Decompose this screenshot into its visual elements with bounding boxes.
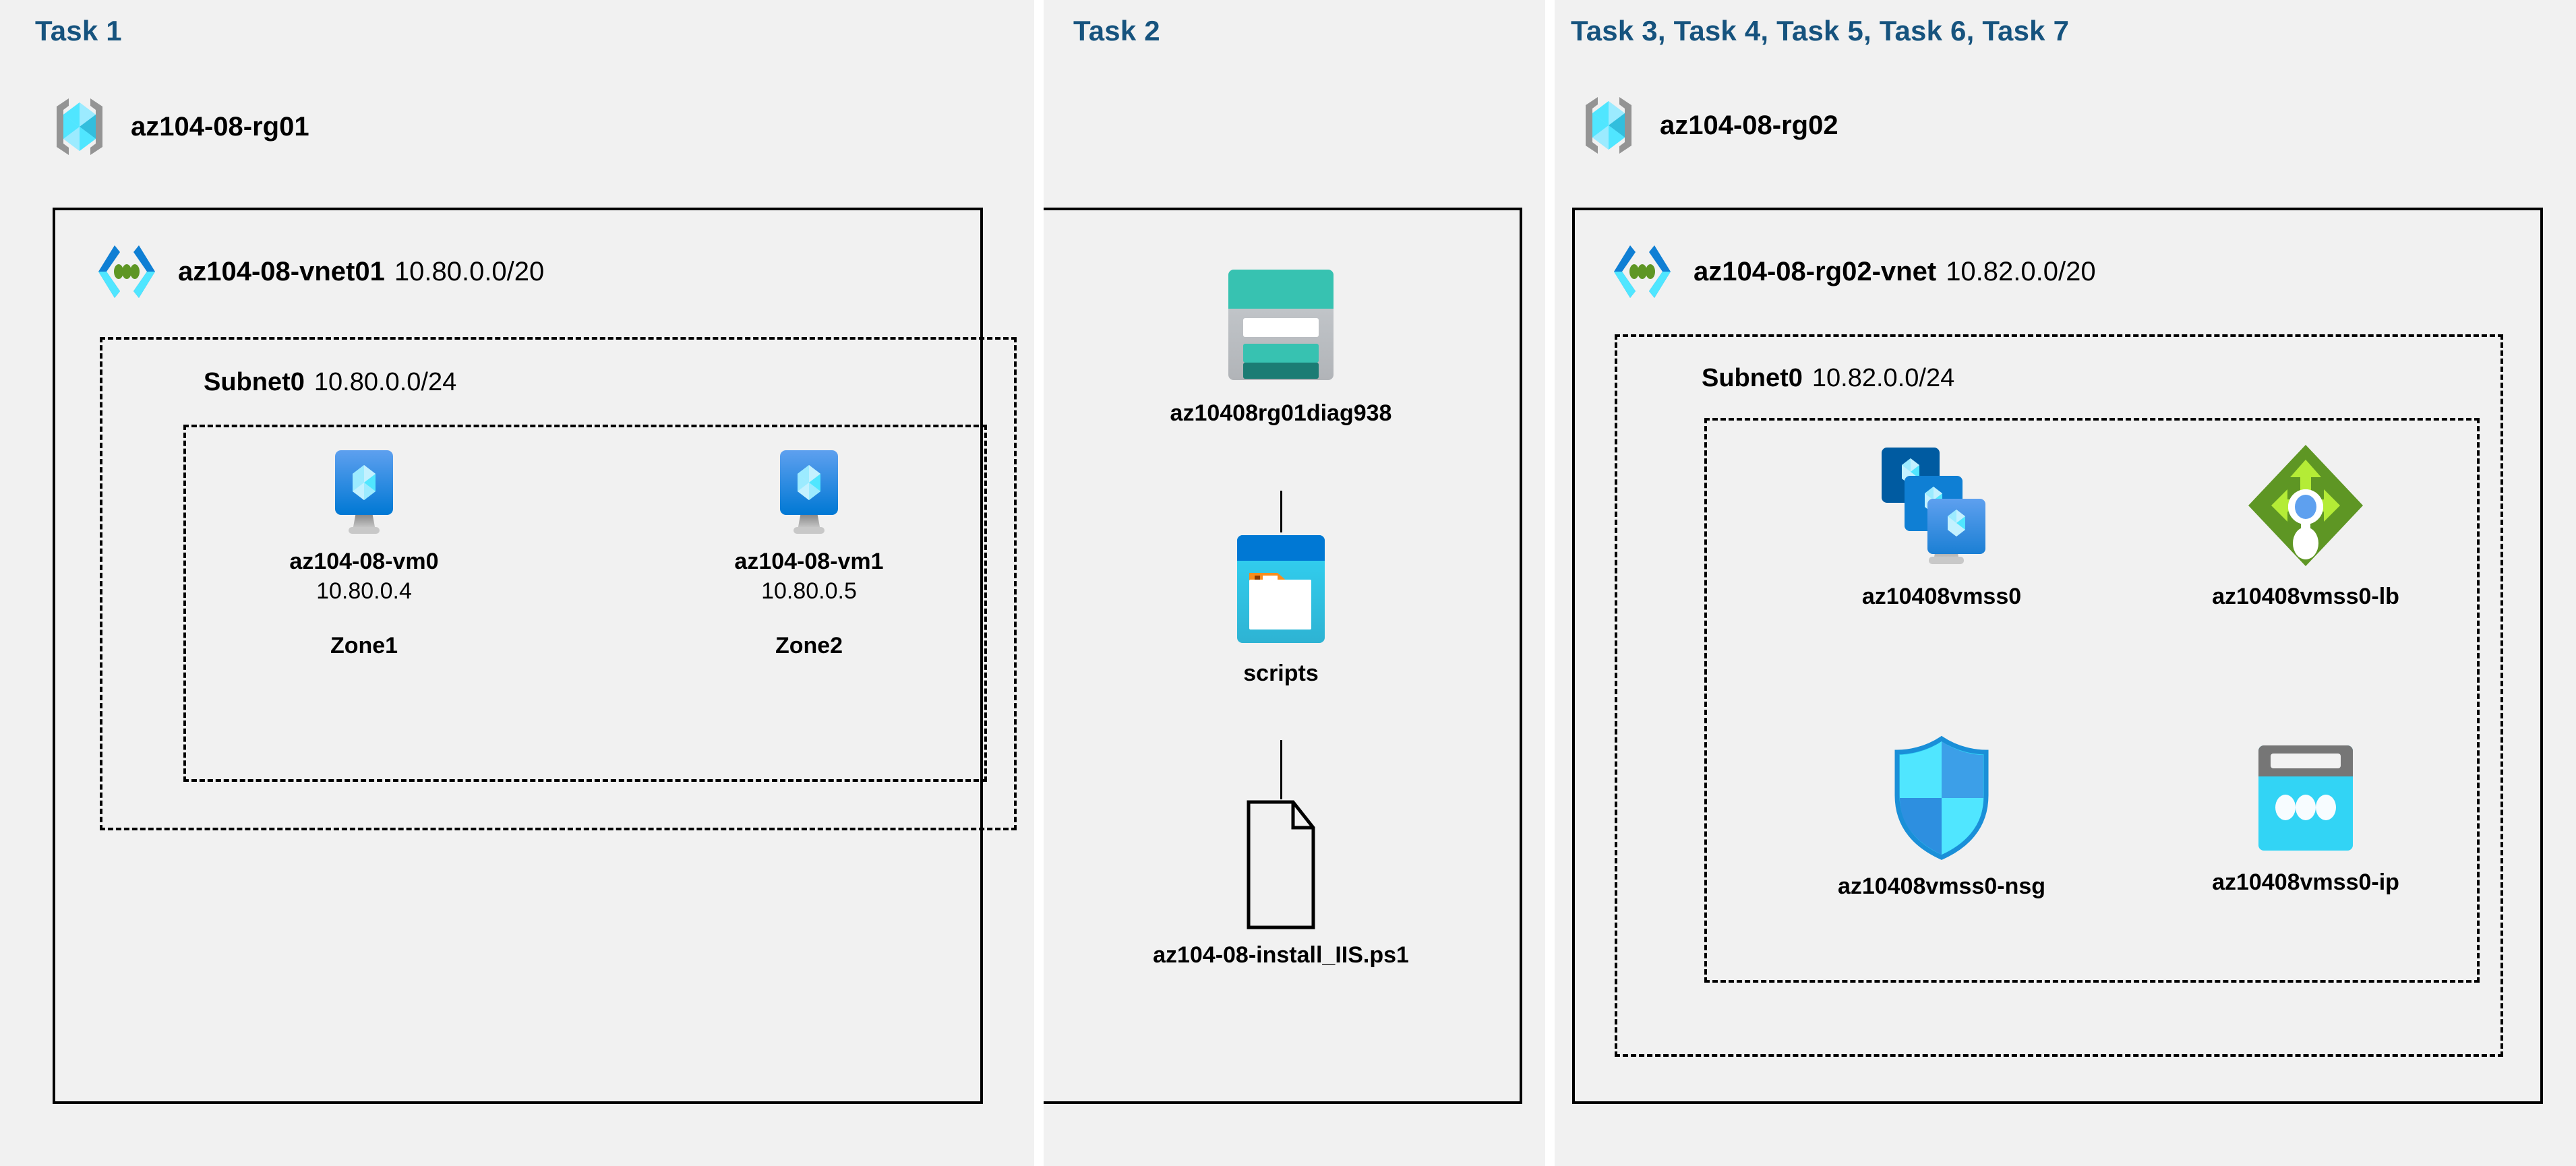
network-security-group-icon	[1888, 735, 1996, 861]
resource-group-icon	[49, 94, 111, 159]
task3to7-network-security-group[interactable]: az10408vmss0-nsg	[1773, 735, 2110, 901]
task1-vm-1[interactable]: az104-08-vm1 10.80.0.5 Zone2	[674, 450, 944, 659]
task2-storage-account-name: az10408rg01diag938	[1170, 400, 1392, 426]
task1-subnet-header: Subnet0 10.80.0.0/24	[204, 368, 456, 397]
virtual-network-icon	[94, 243, 159, 301]
task3to7-subnet-cidr: 10.82.0.0/24	[1811, 364, 1955, 392]
task2-blob-container[interactable]: scripts	[1079, 532, 1483, 688]
task1-subnet-box	[100, 337, 1017, 830]
task3to7-resource-group-name: az104-08-rg02	[1660, 110, 1838, 140]
file-icon	[1239, 799, 1323, 930]
public-ip-address-icon	[2246, 741, 2365, 857]
task1-resource-group-header: az104-08-rg01	[49, 94, 309, 159]
vm-scale-set-icon	[1878, 442, 2006, 572]
load-balancer-icon	[2242, 442, 2370, 572]
task1-vm-0[interactable]: az104-08-vm0 10.80.0.4 Zone1	[229, 450, 499, 659]
task1-vnet-header: az104-08-vnet01 10.80.0.0/20	[94, 243, 544, 301]
task3to7-vm-scale-set[interactable]: az10408vmss0	[1773, 442, 2110, 611]
task2-connector-container-to-file	[1280, 740, 1282, 799]
task1-vm-0-zone: Zone1	[330, 632, 398, 658]
virtual-network-icon	[1610, 243, 1675, 301]
task3to7-public-ip-name: az10408vmss0-ip	[2212, 869, 2399, 895]
task3to7-subnet-box	[1615, 334, 2503, 1057]
task1-vm-0-name: az104-08-vm0	[289, 549, 439, 574]
task3to7-vnet-cidr: 10.82.0.0/20	[1946, 256, 2096, 286]
virtual-machine-icon	[324, 450, 404, 536]
task3to7-subnet-name: Subnet0	[1702, 364, 1803, 392]
task3to7-vnet-name: az104-08-rg02-vnet	[1694, 256, 1937, 286]
task3to7-vnet-box	[1572, 208, 2543, 1104]
resource-group-icon	[1578, 93, 1640, 158]
task1-vnet-box	[53, 208, 983, 1104]
task2-file-name: az104-08-install_IIS.ps1	[1153, 942, 1409, 968]
task3to7-load-balancer-name: az10408vmss0-lb	[2212, 584, 2399, 609]
task3to7-subnet-header: Subnet0 10.82.0.0/24	[1702, 364, 1954, 393]
task1-subnet-name: Subnet0	[204, 368, 305, 396]
task2-connector-storage-to-container	[1280, 491, 1282, 532]
task2-title: Task 2	[1073, 15, 1160, 47]
task2-content-box	[1044, 208, 1522, 1104]
task3to7-vm-scale-set-name: az10408vmss0	[1861, 584, 2022, 609]
task1-vm-0-ip: 10.80.0.4	[316, 578, 412, 604]
task3to7-resource-group-header: az104-08-rg02	[1578, 93, 1838, 158]
storage-account-icon	[1218, 263, 1344, 388]
task1-vm-1-ip: 10.80.0.5	[761, 578, 857, 604]
task3to7-resources-box	[1704, 418, 2480, 983]
task3to7-vnet-header: az104-08-rg02-vnet 10.82.0.0/20	[1610, 243, 2096, 301]
task1-title: Task 1	[35, 15, 122, 47]
task1-vnet-name: az104-08-vnet01	[178, 256, 385, 286]
panel-task1	[0, 0, 1034, 1166]
task2-storage-account[interactable]: az10408rg01diag938	[1079, 263, 1483, 428]
task1-vm-1-zone: Zone2	[775, 632, 843, 658]
task1-vnet-cidr: 10.80.0.0/20	[394, 256, 545, 286]
virtual-machine-icon	[769, 450, 849, 536]
task2-blob-container-name: scripts	[1243, 661, 1319, 686]
task3to7-public-ip[interactable]: az10408vmss0-ip	[2137, 741, 2474, 897]
task2-file[interactable]: az104-08-install_IIS.ps1	[1052, 799, 1510, 970]
task3to7-load-balancer[interactable]: az10408vmss0-lb	[2137, 442, 2474, 611]
task1-resource-group-name: az104-08-rg01	[131, 111, 309, 142]
task3to7-title: Task 3, Task 4, Task 5, Task 6, Task 7	[1571, 15, 2070, 47]
task1-subnet-cidr: 10.80.0.0/24	[313, 368, 457, 396]
task3to7-network-security-group-name: az10408vmss0-nsg	[1837, 873, 2046, 899]
task1-vm-1-name: az104-08-vm1	[734, 549, 884, 574]
blob-container-icon	[1220, 532, 1342, 648]
panel-task3to7	[1555, 0, 2576, 1166]
task1-zones-box	[183, 425, 987, 782]
